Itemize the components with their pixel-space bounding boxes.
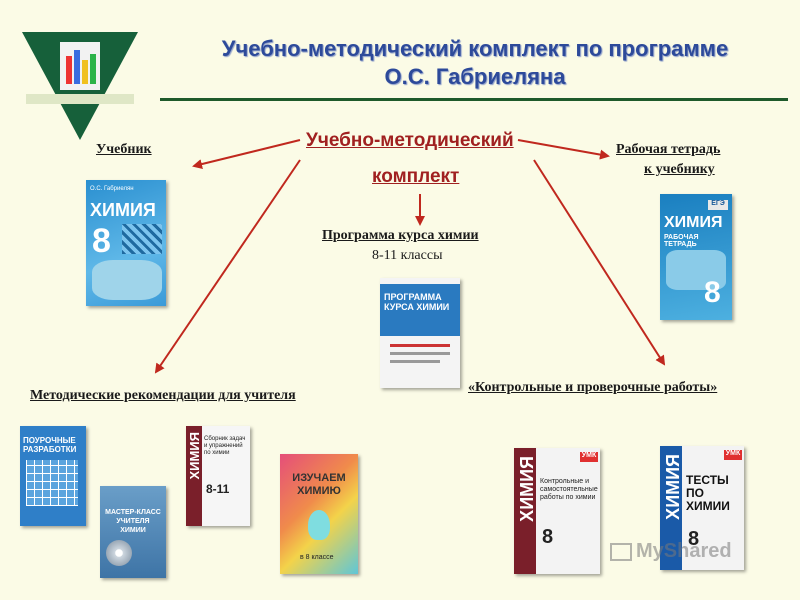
book-textbook: О.С. Габриелян ХИМИЯ 8 xyxy=(86,180,166,306)
arrow-to-methodical xyxy=(154,159,301,374)
book-master-class: МАСТЕР-КЛАСС УЧИТЕЛЯ ХИМИИ xyxy=(100,486,166,578)
label-methodical: Методические рекомендации для учителя xyxy=(30,388,296,403)
book-testy: ХИМИЯ УМК ТЕСТЫ ПО ХИМИИ 8 xyxy=(660,446,744,570)
watermark: MyShared xyxy=(610,540,732,563)
arrow-to-textbook xyxy=(192,139,301,169)
page-title: Учебно-методический комплект по программ… xyxy=(221,36,729,61)
presentation-icon xyxy=(610,542,632,561)
arrow-to-workbook xyxy=(517,139,610,160)
flask-icon xyxy=(66,50,96,84)
center-label-line2: комплект xyxy=(372,166,460,187)
title-underline xyxy=(160,98,788,101)
logo-triangle xyxy=(22,32,138,140)
label-workbook-line1: Рабочая тетрадь xyxy=(616,142,721,157)
label-program-line2: 8-11 классы xyxy=(372,248,443,263)
book-workbook: ЕГЭ ХИМИЯ РАБОЧАЯ ТЕТРАДЬ 8 xyxy=(660,194,732,320)
label-workbook-line2: к учебнику xyxy=(644,162,715,177)
book-izuchaem: ИЗУЧАЕМ ХИМИЮ в 8 классе xyxy=(280,454,358,574)
arrow-to-tests xyxy=(533,159,666,366)
label-tests: «Контрольные и проверочные работы» xyxy=(468,380,718,395)
book-sbornik: ХИМИЯ Сборник задач и упражнений по хими… xyxy=(186,426,250,526)
book-program: ПРОГРАММА КУРСА ХИМИИ xyxy=(380,278,460,388)
book-pourochnye: ПОУРОЧНЫЕ РАЗРАБОТКИ xyxy=(20,426,86,526)
book-kontrolnye: ХИМИЯ УМК Контрольные и самостоятельные … xyxy=(514,448,600,574)
label-textbook: Учебник xyxy=(96,142,152,157)
page-subtitle: О.С. Габриеляна xyxy=(384,64,566,89)
label-program-line1: Программа курса химии xyxy=(322,228,479,243)
center-label-line1: Учебно-методический xyxy=(306,130,514,151)
